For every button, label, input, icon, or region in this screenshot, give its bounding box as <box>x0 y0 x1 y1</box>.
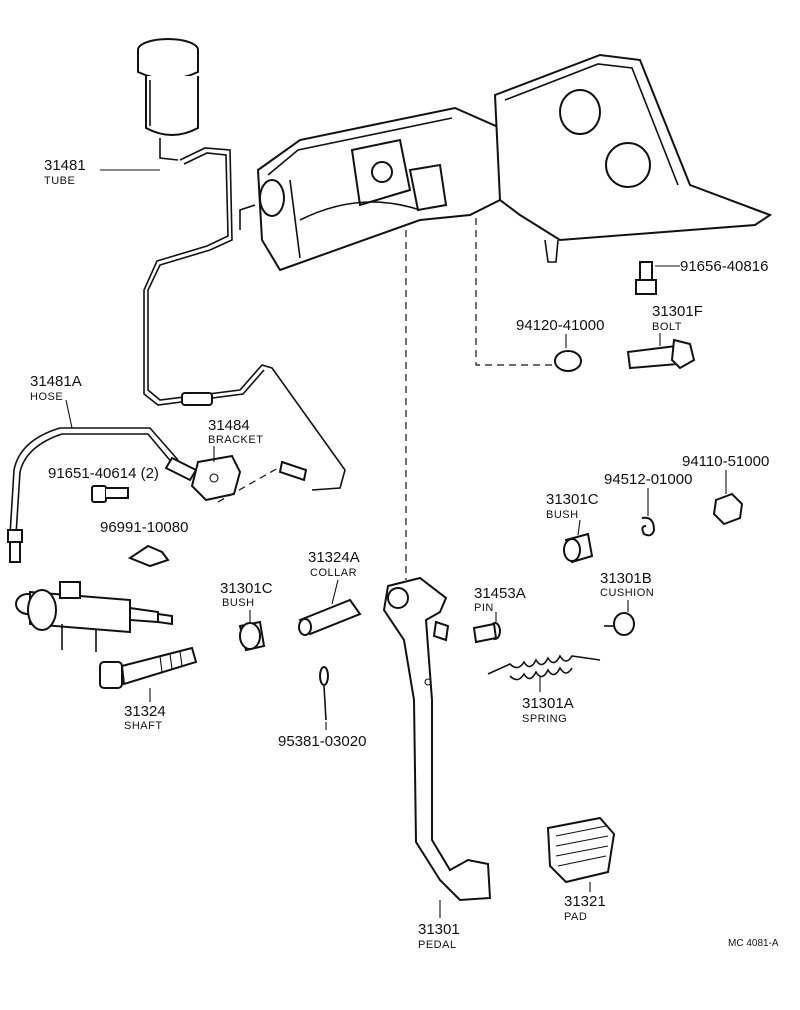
figure-code: MC 4081-A <box>728 938 779 949</box>
label-31301-number: 31301 <box>418 921 460 938</box>
bush-right <box>563 532 594 564</box>
label-31301c-right-name: BUSH <box>546 509 579 521</box>
dash-panel <box>493 53 773 263</box>
pedal-support-bracket <box>239 106 507 272</box>
label-31301c-left-name: BUSH <box>222 597 255 609</box>
label-31481a-name: HOSE <box>30 391 63 403</box>
label-96991-number: 96991-10080 <box>100 519 188 536</box>
clutch-pedal <box>382 230 492 902</box>
label-31301c-right-number: 31301C <box>546 491 599 508</box>
clip-94512 <box>641 516 656 537</box>
release-cylinder <box>15 581 173 652</box>
label-31453a-number: 31453A <box>474 585 526 602</box>
label-31321-number: 31321 <box>564 893 606 910</box>
label-31301a-number: 31301A <box>522 695 574 712</box>
label-94120-number: 94120-41000 <box>516 317 604 334</box>
label-94512-number: 94512-01000 <box>604 471 692 488</box>
label-94110-number: 94110-51000 <box>682 453 769 470</box>
label-31324a-number: 31324A <box>308 549 360 566</box>
label-31301f-name: BOLT <box>652 321 682 333</box>
hose-bracket <box>190 454 279 503</box>
label-31301f-number: 31301F <box>652 303 703 320</box>
label-31324-number: 31324 <box>124 703 166 720</box>
bush-left <box>238 620 266 652</box>
label-31324a-name: COLLAR <box>310 567 357 579</box>
pin-31453a <box>472 622 501 644</box>
nut-94110 <box>712 492 744 526</box>
label-31301a-name: SPRING <box>522 713 567 725</box>
pedal-pad <box>546 816 616 884</box>
label-31301b-name: CUSHION <box>600 587 654 599</box>
label-31324-name: SHAFT <box>124 720 163 732</box>
master-cylinder-reservoir <box>137 38 199 161</box>
collar <box>298 598 362 636</box>
label-95381-number: 95381-03020 <box>278 733 366 750</box>
label-31481-name: TUBE <box>44 175 75 187</box>
label-31484-number: 31484 <box>208 417 250 434</box>
return-spring <box>487 654 601 681</box>
label-31321-name: PAD <box>564 911 587 923</box>
label-31301c-left-number: 31301C <box>220 580 273 597</box>
clip-96991 <box>127 544 170 568</box>
label-31481-number: 31481 <box>44 157 86 174</box>
cushion <box>604 612 635 636</box>
clutch-tube <box>143 147 346 491</box>
label-31301b-number: 31301B <box>600 570 652 587</box>
bolt-31301f <box>626 338 696 370</box>
label-31481a-number: 31481A <box>30 373 82 390</box>
label-31484-name: BRACKET <box>208 434 263 446</box>
clutch-hose <box>7 427 198 563</box>
label-91651-number: 91651-40614 (2) <box>48 465 159 482</box>
shaft-31324 <box>99 646 198 689</box>
bolt-91651 <box>91 485 129 503</box>
collar-94120 <box>475 218 582 372</box>
part-labels: 31481 TUBE 91656-40816 31301F BOLT 94120… <box>30 157 779 951</box>
label-91656-number: 91656-40816 <box>680 258 768 275</box>
label-31301-name: PEDAL <box>418 939 457 951</box>
cotter-pin <box>319 666 329 721</box>
bolt-91656 <box>635 261 657 295</box>
label-31453a-name: PIN <box>474 602 494 614</box>
leader-lines <box>65 169 727 918</box>
